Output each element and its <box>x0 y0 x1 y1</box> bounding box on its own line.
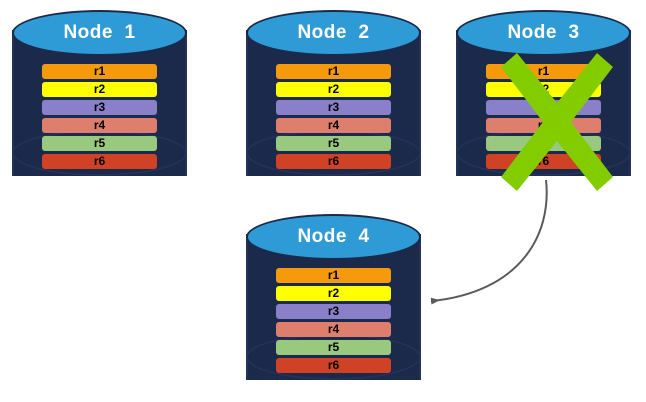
node-2-row-r2: r2 <box>276 82 391 97</box>
node-1-row-r3: r3 <box>42 100 157 115</box>
node-2-row-r1: r1 <box>276 64 391 79</box>
node-2-label: Node 2 <box>297 22 370 43</box>
node-3-row-r3: r3 <box>486 100 601 115</box>
node-1-cylinder-top <box>12 10 187 56</box>
node-2-rows: r1 r2 r3 r4 r5 r6 <box>276 64 391 169</box>
node-2-row-r5: r5 <box>276 136 391 151</box>
node-4-row-r4: r4 <box>276 322 391 337</box>
node-4[interactable]: Node 4 r1 r2 r3 r4 r5 r6 <box>246 212 421 402</box>
node-4-row-r1: r1 <box>276 268 391 283</box>
node-1-row-r6: r6 <box>42 154 157 169</box>
node-2-cylinder-top <box>246 10 421 56</box>
node-1-row-r2: r2 <box>42 82 157 97</box>
node-2-row-r6: r6 <box>276 154 391 169</box>
node-3-row-r4: r4 <box>486 118 601 133</box>
node-1-rows: r1 r2 r3 r4 r5 r6 <box>42 64 157 169</box>
node-4-label: Node 4 <box>297 226 370 247</box>
node-2-row-r4: r4 <box>276 118 391 133</box>
node-3-row-r6: r6 <box>486 154 601 169</box>
node-3-label: Node 3 <box>507 22 580 43</box>
node-3-row-r1: r1 <box>486 64 601 79</box>
node-3[interactable]: Node 3 r1 r2 r3 r4 r5 r6 <box>456 8 631 198</box>
node-1[interactable]: Node 1 r1 r2 r3 r4 r5 r6 <box>12 8 187 198</box>
node-4-cylinder-top <box>246 214 421 260</box>
node-4-rows: r1 r2 r3 r4 r5 r6 <box>276 268 391 373</box>
node-1-row-r4: r4 <box>42 118 157 133</box>
failover-arrow-path <box>430 179 548 305</box>
node-4-row-r5: r5 <box>276 340 391 355</box>
node-1-row-r5: r5 <box>42 136 157 151</box>
node-3-rows: r1 r2 r3 r4 r5 r6 <box>486 64 601 169</box>
node-2-row-r3: r3 <box>276 100 391 115</box>
node-1-row-r1: r1 <box>42 64 157 79</box>
node-3-row-r5: r5 <box>486 136 601 151</box>
node-4-row-r2: r2 <box>276 286 391 301</box>
node-2[interactable]: Node 2 r1 r2 r3 r4 r5 r6 <box>246 8 421 198</box>
node-1-label: Node 1 <box>63 22 136 43</box>
node-4-row-r3: r3 <box>276 304 391 319</box>
node-4-row-r6: r6 <box>276 358 391 373</box>
node-3-row-r2: r2 <box>486 82 601 97</box>
